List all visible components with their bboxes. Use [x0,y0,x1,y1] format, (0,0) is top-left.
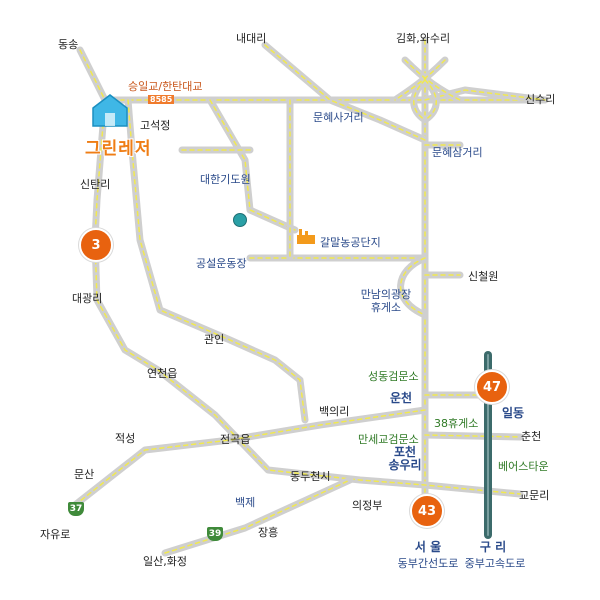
label-pocheon: 포천 송우리 [380,446,430,472]
label-dongducheon: 동두천시 [290,470,331,483]
label-jeokseong: 적성 [115,432,136,445]
route-39-shield: 39 [207,527,223,541]
label-baekje: 백제 [235,496,256,509]
label-galmal: 갈말농공단지 [320,236,381,249]
label-seoul-road: 동부간선도로 [397,557,459,570]
label-guri: 구 리 [479,540,507,554]
exit-badge: 8585 [148,95,175,104]
label-chuncheon: 춘천 [521,430,542,443]
route-47-badge: 47 [475,370,509,404]
label-rest38: 38휴게소 [434,417,479,430]
label-uijeongbu: 의정부 [352,499,383,512]
label-jayuro: 자유로 [40,528,71,541]
label-seongdong: 성동검문소 [368,370,419,383]
label-gimhwa: 김화,와수리 [396,32,451,45]
label-sinsuri: 신수리 [525,93,556,106]
label-janghung: 장흥 [258,526,279,539]
road-sinsuri-centerline [424,89,546,101]
landmark-marker-icon [233,213,247,227]
label-goseokjeong: 고석정 [140,119,171,132]
label-baegui: 백의리 [319,405,350,418]
label-munhye-sa: 문혜사거리 [313,111,364,124]
label-yeoncheon: 연천읍 [147,367,178,380]
label-bearstown: 베어스타운 [498,460,549,473]
road-dongsong-west-centerline [79,49,521,495]
label-manse: 만세교검문소 [358,433,419,446]
label-naedaeri: 내대리 [236,32,267,45]
road-manam-loop-centerline [399,257,426,316]
factory-icon [296,228,316,244]
label-gongseol: 공설운동장 [196,257,247,270]
label-seoul-line1: 서 울 [414,540,442,554]
house-icon [90,92,130,128]
route-43-badge: 43 [410,494,444,528]
label-daehan: 대한기도원 [200,173,251,186]
road-chuncheon-centerline [424,434,521,438]
road-galmal-loop-centerline [209,99,296,231]
label-manam: 만남의광장 휴게소 [358,288,414,314]
label-pocheon-line2: 송우리 [388,458,422,472]
label-sintanri: 신탄리 [80,178,111,191]
label-munsan: 문산 [74,468,95,481]
road-ilsan-centerline [164,479,351,554]
road-ilsan [161,476,354,557]
label-manam-line1: 만남의광장 [360,288,412,301]
label-munhye-sam: 문혜삼거리 [432,146,483,159]
label-uncheon: 운천 [390,391,413,405]
road-goseokjeong-south-centerline [127,99,306,421]
route-3-badge: 3 [79,228,113,262]
label-ilsan: 일산,화정 [143,555,187,568]
label-manam-line2: 휴게소 [370,301,402,314]
road-naedaeri-centerline [264,44,426,141]
label-gyomunri: 교문리 [519,489,550,502]
label-jeongok: 전곡읍 [220,433,251,446]
label-ildong: 일동 [502,406,525,420]
brand-logo: 그린레저 [85,139,152,159]
road-jeongok-west [71,406,429,509]
label-gwanin: 관인 [204,333,225,346]
label-dongsong: 동송 [58,38,79,51]
label-sincheolwon: 신철원 [468,270,499,283]
label-pocheon-line1: 포천 [393,445,417,459]
label-seungil: 승일교/한탄대교 [128,80,203,93]
road-gimhwa-interchange-centerline [394,59,461,121]
label-daegwangri: 대광리 [72,292,103,305]
route-37-shield: 37 [68,502,84,516]
label-guri-road: 중부고속도로 [464,557,526,570]
label-seoul: 서 울 [390,541,466,554]
road-jeongok-west-centerline [74,409,426,506]
